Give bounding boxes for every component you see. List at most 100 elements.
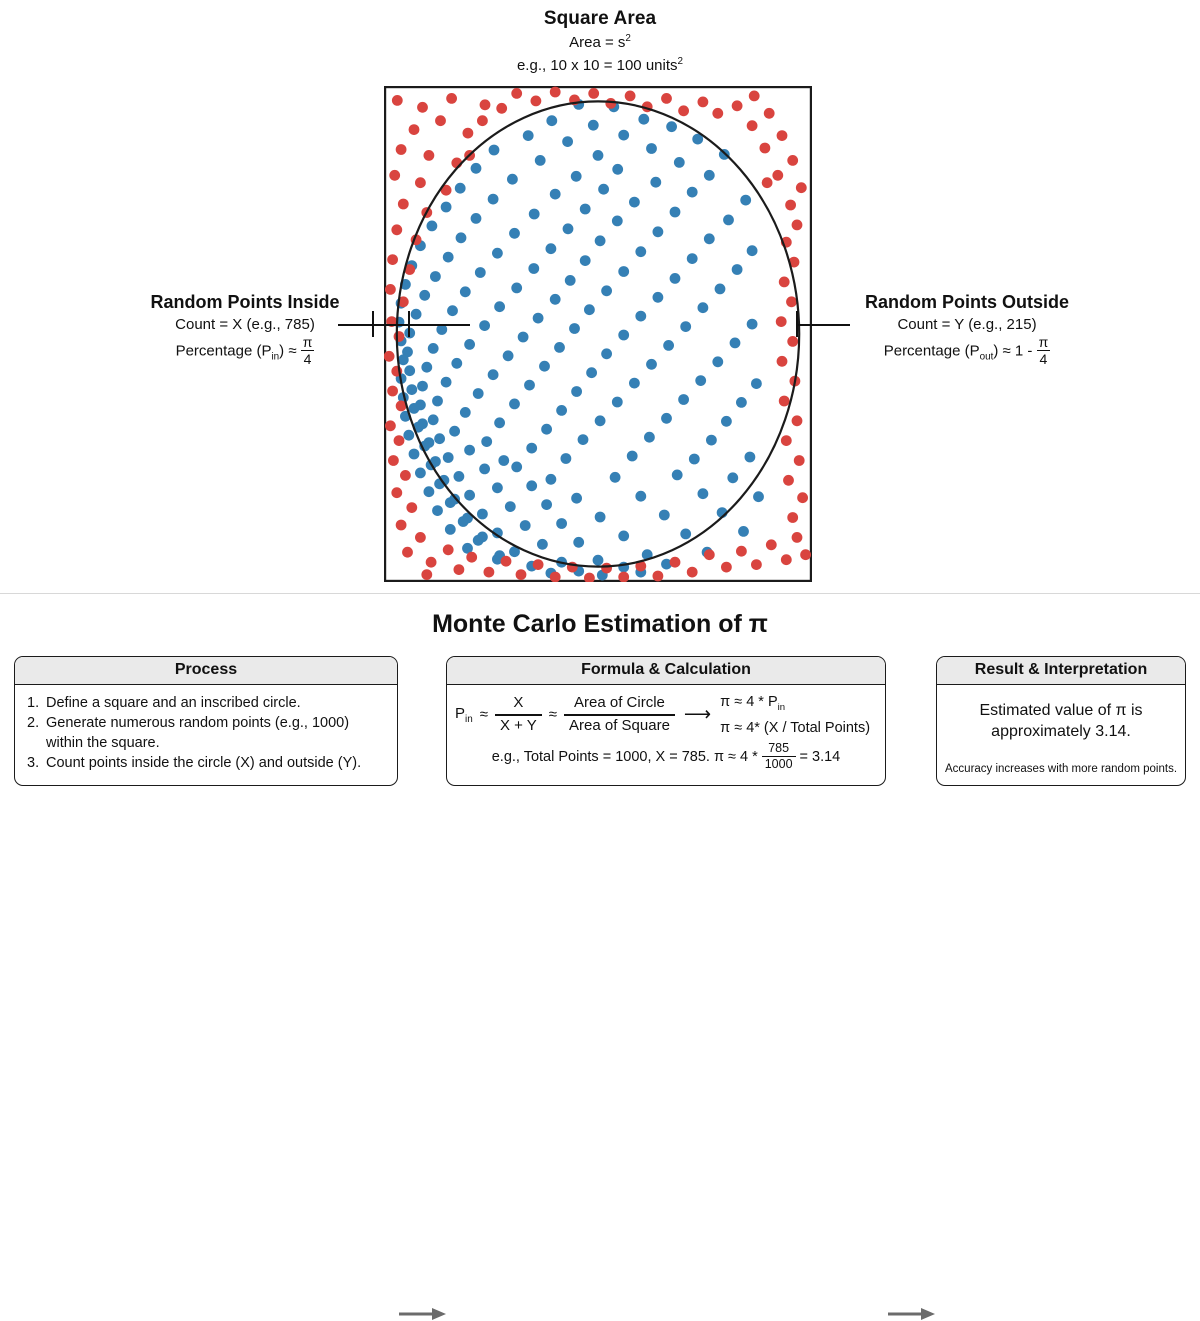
scatter-point <box>502 350 514 362</box>
scatter-point <box>470 162 482 174</box>
scatter-point <box>427 343 439 354</box>
scatter-point <box>455 232 467 244</box>
formula-pi-line-1-subscript: in <box>777 701 786 713</box>
scatter-point <box>479 463 490 475</box>
flow-arrow-right-icon <box>399 1307 447 1321</box>
scatter-point <box>423 150 435 161</box>
result-main-line-1: Estimated value of π is <box>979 702 1143 719</box>
scatter-point <box>546 115 558 127</box>
process-step-text: Count points inside the circle (X) and o… <box>46 754 362 771</box>
scatter-point <box>731 100 743 112</box>
scatter-points <box>384 86 811 582</box>
scatter-point <box>415 532 426 543</box>
scatter-point <box>434 433 445 445</box>
scatter-point <box>395 519 407 531</box>
scatter-point <box>504 501 516 512</box>
scatter-point <box>444 497 456 508</box>
scatter-point <box>494 301 505 313</box>
formula-fraction-1-bar <box>494 714 542 716</box>
scatter-point <box>652 570 664 582</box>
scatter-point <box>618 571 630 582</box>
formula-fraction-1: X X + Y <box>494 695 542 734</box>
scatter-point <box>472 534 484 546</box>
scatter-point <box>393 331 405 342</box>
scatter-point <box>584 304 595 316</box>
scatter-point <box>462 127 474 139</box>
scatter-point <box>509 546 520 558</box>
inscribed-circle <box>395 100 801 568</box>
scatter-point <box>783 474 794 486</box>
scatter-point <box>721 561 732 573</box>
scatter-point <box>692 133 704 145</box>
scatter-point <box>646 143 657 154</box>
scatter-point <box>778 276 790 288</box>
scatter-point <box>629 377 640 389</box>
scatter-point <box>423 486 435 498</box>
formula-fraction-2-numerator: Area of Circle <box>574 694 665 712</box>
scatter-point <box>688 453 700 465</box>
scatter-point <box>746 245 758 257</box>
scatter-point <box>618 329 630 341</box>
scatter-point <box>395 400 407 412</box>
process-step-number: 1. <box>27 695 40 711</box>
scatter-point <box>528 208 540 220</box>
square-area-formula-exponent: 2 <box>625 33 631 44</box>
scatter-point <box>457 516 469 527</box>
process-step: 3.Count points inside the circle (X) and… <box>27 754 389 773</box>
scatter-point <box>712 356 724 368</box>
scatter-point <box>577 434 589 445</box>
scatter-point <box>641 549 653 561</box>
scatter-point <box>554 342 565 353</box>
scatter-point <box>697 96 709 108</box>
scatter-series-random-points-outside <box>384 86 811 582</box>
scatter-point <box>492 247 503 259</box>
square-area-title: Square Area <box>543 8 657 29</box>
process-step: 1.Define a square and an inscribed circl… <box>27 694 389 713</box>
scatter-point <box>748 90 760 102</box>
scatter-point <box>528 263 540 274</box>
scatter-point <box>712 107 724 119</box>
formula-pi-line-2: π ≈ 4* (X / Total Points) <box>720 719 871 736</box>
scatter-point <box>462 542 473 554</box>
inside-fraction: π 4 <box>300 335 315 366</box>
scatter-point <box>759 142 771 154</box>
formula-example-fraction-bar <box>761 756 796 758</box>
scatter-point <box>507 173 518 185</box>
scatter-point <box>522 130 534 141</box>
formula-main-row: Pin ≈ X X + Y ≈ Area of Circle Area of S… <box>455 694 877 736</box>
scatter-point <box>791 415 803 427</box>
scatter-point <box>703 233 715 245</box>
scatter-point <box>402 346 413 358</box>
scatter-point <box>532 312 544 324</box>
scatter-point <box>415 467 426 479</box>
scatter-point <box>800 549 811 561</box>
scatter-point <box>436 324 448 335</box>
scatter-point <box>695 375 707 386</box>
scatter-point <box>753 491 764 503</box>
scatter-point <box>744 451 756 463</box>
scatter-point <box>387 254 398 265</box>
scatter-point <box>408 448 420 460</box>
scatter-point <box>388 455 399 466</box>
scatter-point <box>652 291 664 303</box>
scatter-point <box>772 169 784 181</box>
outside-percentage: Percentage (Pout) ≈ 1 - π 4 <box>842 335 1092 367</box>
scatter-point <box>511 88 523 99</box>
scatter-point <box>442 452 454 463</box>
scatter-point <box>618 129 630 141</box>
scatter-point <box>780 435 792 446</box>
inside-percentage-subscript: in <box>271 351 280 363</box>
scatter-point <box>404 264 416 275</box>
scatter-point <box>541 499 552 510</box>
scatter-point <box>532 559 544 570</box>
formula-approx-2: ≈ <box>548 706 558 724</box>
scatter-point <box>537 538 548 550</box>
process-step: 2.Generate numerous random points (e.g.,… <box>27 714 389 753</box>
scatter-point <box>408 124 420 135</box>
scatter-series-random-points-inside <box>393 99 764 581</box>
formula-example-fraction: 785 1000 <box>761 741 796 772</box>
scatter-point <box>541 423 552 435</box>
scatter-point <box>765 539 777 551</box>
scatter-point <box>571 386 582 397</box>
scatter-point <box>586 367 597 379</box>
